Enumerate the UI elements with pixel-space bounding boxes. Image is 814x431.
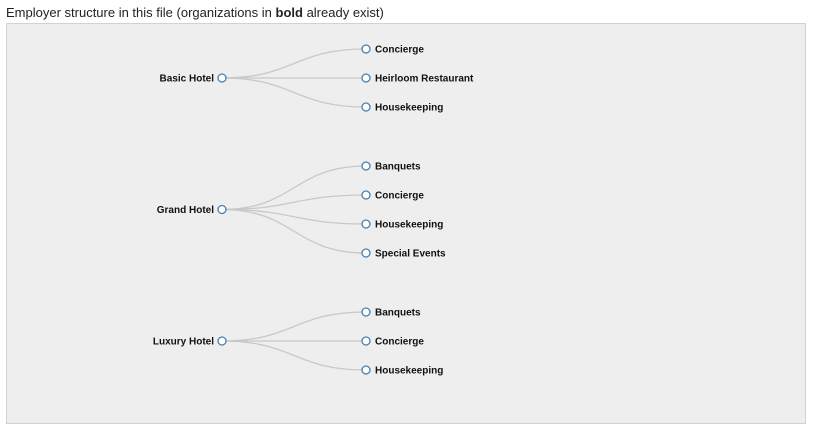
child-node-circle[interactable] (361, 73, 371, 83)
parent-group: Grand Hotel BanquetsConciergeHousekeeping… (157, 161, 446, 260)
tree-link (221, 165, 367, 211)
parent-node-label: Basic Hotel (160, 74, 215, 85)
child-node-circle[interactable] (361, 336, 371, 346)
tree-link (221, 340, 367, 371)
tree-link (221, 208, 367, 254)
child-node-label: Banquets (375, 308, 421, 319)
child-node-label: Heirloom Restaurant (375, 74, 474, 85)
parent-node-label: Luxury Hotel (153, 337, 214, 348)
tree-link (221, 194, 367, 211)
child-node-circle[interactable] (361, 44, 371, 54)
parent-group: Luxury Hotel BanquetsConciergeHousekeepin… (153, 307, 443, 377)
caption-bold-word: bold (275, 5, 303, 20)
parent-node-circle[interactable] (217, 336, 227, 346)
diagram-caption: Employer structure in this file (organiz… (6, 4, 384, 21)
child-node-circle[interactable] (361, 102, 371, 112)
child-node-label: Housekeeping (375, 366, 443, 377)
child-node-circle[interactable] (361, 219, 371, 229)
child-node-label: Housekeeping (375, 103, 443, 114)
tree-link (221, 208, 367, 225)
child-node-circle[interactable] (361, 190, 371, 200)
child-node-label: Concierge (375, 45, 424, 56)
child-node-circle[interactable] (361, 161, 371, 171)
child-node-label: Concierge (375, 191, 424, 202)
parent-node-label: Grand Hotel (157, 205, 214, 216)
caption-suffix: already exist) (302, 5, 384, 20)
tree-link (221, 77, 367, 108)
tree-link (221, 48, 367, 79)
child-node-circle[interactable] (361, 365, 371, 375)
parent-node-circle[interactable] (217, 204, 227, 215)
child-node-label: Concierge (375, 337, 424, 348)
child-node-circle[interactable] (361, 248, 371, 258)
parent-node-circle[interactable] (217, 73, 227, 83)
child-node-label: Banquets (375, 162, 421, 173)
caption-prefix: Employer structure in this file (organiz… (6, 5, 276, 20)
child-node-label: Housekeeping (375, 220, 443, 231)
tree-panel (6, 23, 806, 424)
child-node-circle[interactable] (361, 307, 371, 317)
child-node-label: Special Events (375, 249, 446, 260)
tree-link (221, 311, 367, 342)
